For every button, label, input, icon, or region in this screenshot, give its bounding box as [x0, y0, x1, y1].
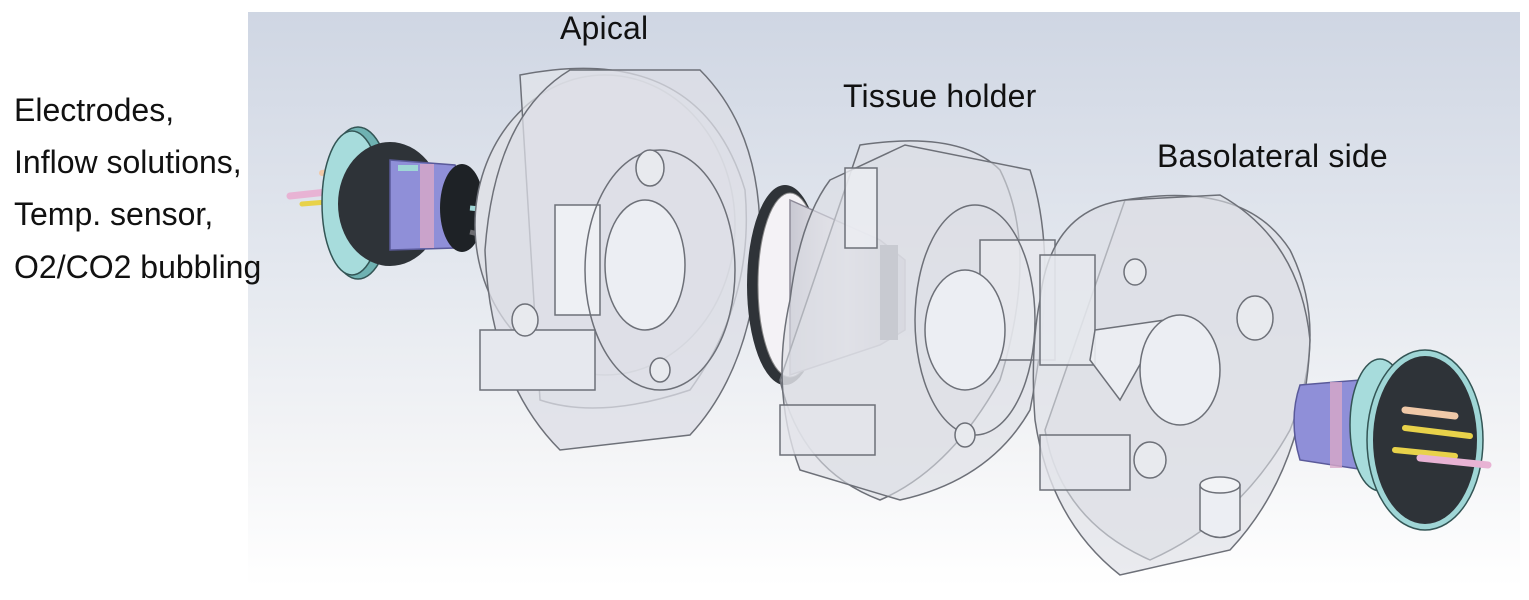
connector-line-temp-sensor: Temp. sensor, [14, 196, 214, 232]
label-basolateral-side: Basolateral side [1157, 138, 1388, 174]
basolateral-housing [1032, 194, 1311, 576]
label-tissue-holder: Tissue holder [843, 78, 1037, 114]
tissue-holder-assembly [747, 140, 1056, 501]
left-body-end [440, 164, 484, 252]
left-purple-ring [420, 164, 434, 248]
apical-notch-top [554, 204, 601, 316]
baso-cylinder [1199, 484, 1241, 539]
left-connector-assembly [286, 126, 561, 280]
apical-inner-ring [584, 149, 736, 391]
baso-cylinder-top [1199, 476, 1241, 494]
tissue-center-bore [924, 269, 1006, 391]
right-dark-disc [1373, 356, 1477, 524]
baso-port-low [1133, 441, 1167, 479]
right-pin-pink [1416, 454, 1492, 469]
right-purple-ring [1330, 382, 1342, 468]
label-apical: Apical [560, 10, 649, 46]
baso-port-left [1123, 258, 1147, 286]
right-pin-yellow-2 [1392, 447, 1458, 459]
baso-center-bore [1139, 314, 1221, 426]
baso-block-left [1039, 254, 1096, 366]
apical-port-bottom [511, 303, 539, 337]
apical-housing [474, 67, 761, 451]
right-pin-peach [1401, 406, 1459, 420]
apical-center-bore [604, 199, 686, 331]
right-connector-assembly [1293, 349, 1492, 531]
apical-port-top [635, 149, 665, 187]
connector-line-inflow: Inflow solutions, [14, 144, 242, 180]
connector-line-bubbling: O2/CO2 bubbling [14, 249, 262, 285]
tissue-housing-block-bottom [779, 404, 876, 456]
apical-port-low [649, 357, 671, 383]
connector-line-electrodes: Electrodes, [14, 92, 175, 128]
tissue-port-low [954, 422, 976, 448]
right-purple-body [1293, 379, 1366, 471]
baso-block-bottom [1039, 434, 1131, 491]
right-pin-yellow-1 [1402, 425, 1473, 439]
apical-notch-bottom [479, 329, 596, 391]
tissue-housing-block-top [844, 167, 878, 249]
baso-port-top [1236, 295, 1274, 341]
